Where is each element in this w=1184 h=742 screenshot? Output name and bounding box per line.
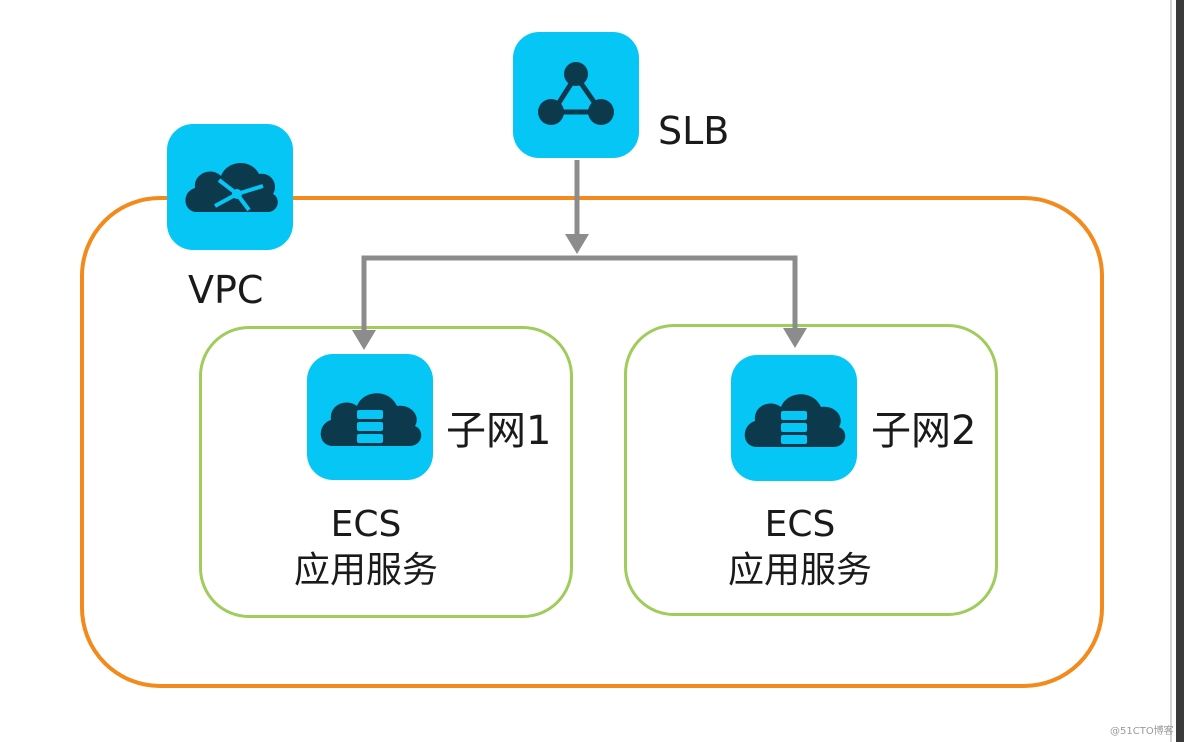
ecs-caption-1-line2: 应用服务 [293, 550, 438, 591]
slb-arrowhead [565, 234, 589, 254]
ecs-tile-2 [731, 355, 857, 481]
slb-tile [513, 32, 639, 158]
ecs-caption-2-line2: 应用服务 [727, 550, 872, 591]
ecs-tile-1 [307, 354, 433, 480]
slb-label: SLB [658, 109, 730, 153]
network-nodes-icon [538, 62, 614, 125]
cloud-server-icon [320, 393, 422, 446]
subnet-2-label: 子网2 [871, 408, 977, 454]
subnet-1-arrowhead [352, 330, 376, 350]
vpc-label: VPC [188, 268, 264, 312]
subnet-1-label: 子网1 [446, 408, 552, 454]
ecs-caption-2: ECS 应用服务 [680, 502, 920, 594]
ecs-caption-2-line1: ECS [764, 504, 836, 545]
ecs-caption-1: ECS 应用服务 [246, 502, 486, 594]
cloud-server-icon [744, 394, 846, 447]
window-edge [1176, 0, 1184, 742]
window-edge-line [1170, 0, 1172, 742]
subnet-2-arrowhead [783, 328, 807, 348]
vpc-tile [167, 124, 293, 250]
watermark: @51CTO博客 [1110, 726, 1174, 737]
vpc-container [80, 196, 1104, 688]
ecs-caption-1-line1: ECS [330, 504, 402, 545]
branch-line [361, 255, 798, 342]
cloud-network-icon [185, 162, 278, 212]
